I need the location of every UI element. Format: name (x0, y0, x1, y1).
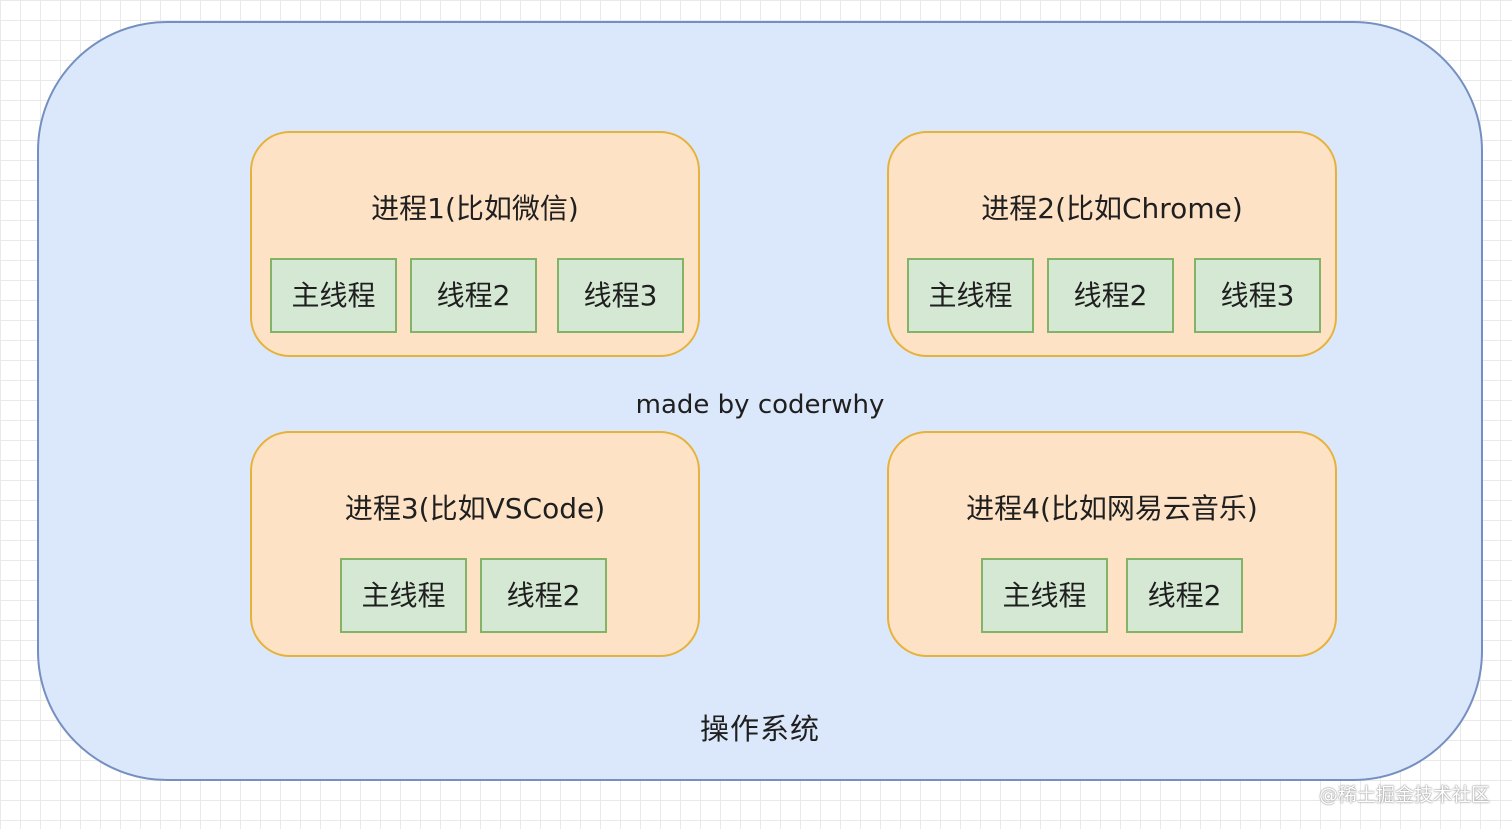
process-3-thread-main: 主线程 (340, 558, 467, 633)
process-4-title: 进程4(比如网易云音乐) (966, 492, 1258, 525)
process-1-box: 进程1(比如微信) 主线程 线程2 线程3 (250, 131, 700, 357)
process-1-thread-3: 线程3 (557, 258, 684, 333)
process-2-title: 进程2(比如Chrome) (981, 192, 1243, 225)
process-1-thread-2: 线程2 (410, 258, 537, 333)
process-2-box: 进程2(比如Chrome) 主线程 线程2 线程3 (887, 131, 1337, 357)
process-4-thread-main: 主线程 (981, 558, 1108, 633)
watermark: @稀土掘金技术社区 (1318, 784, 1490, 806)
process-1-title: 进程1(比如微信) (371, 192, 579, 225)
process-3-title: 进程3(比如VSCode) (344, 492, 606, 525)
process-3-box: 进程3(比如VSCode) 主线程 线程2 (250, 431, 700, 657)
process-4-box: 进程4(比如网易云音乐) 主线程 线程2 (887, 431, 1337, 657)
process-1-thread-main: 主线程 (270, 258, 397, 333)
process-2-thread-main: 主线程 (907, 258, 1034, 333)
process-2-thread-2: 线程2 (1047, 258, 1174, 333)
os-container: 进程1(比如微信) 主线程 线程2 线程3 进程2(比如Chrome) 主线程 … (37, 21, 1483, 781)
credit-text: made by coderwhy (635, 390, 885, 420)
os-label: 操作系统 (699, 712, 820, 746)
process-2-thread-3: 线程3 (1194, 258, 1321, 333)
process-4-thread-2: 线程2 (1126, 558, 1243, 633)
process-3-thread-2: 线程2 (480, 558, 607, 633)
